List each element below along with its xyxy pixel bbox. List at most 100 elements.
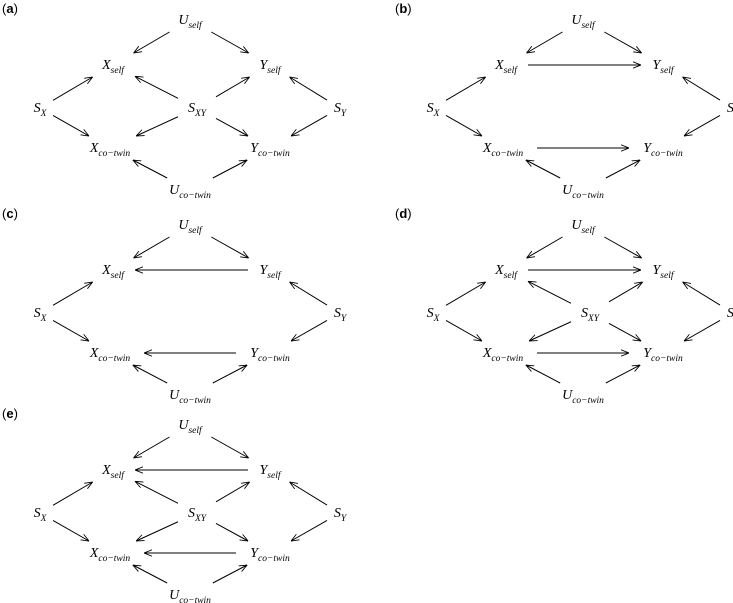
edge-SX-to-Xself [52, 482, 93, 506]
edge-Uself-to-Yself [211, 236, 248, 258]
panel-label: (a) [2, 1, 18, 16]
edge-Uco-to-Xco [133, 160, 168, 179]
edge-Uself-to-Xself [134, 31, 170, 53]
node-Uco: Uco−twin [169, 388, 211, 406]
node-Xself: Xself [101, 263, 125, 281]
edge-Uco-to-Xco [133, 365, 168, 384]
edge-SX-to-Xself [52, 282, 93, 306]
edge-SXY-to-Yco [215, 117, 248, 136]
node-Uself: Uself [178, 13, 203, 31]
panel-label: (c) [2, 206, 18, 221]
edge-SY-to-Yself [290, 77, 328, 101]
panel-label: (b) [395, 1, 412, 16]
node-Xco: Xco−twin [482, 141, 524, 159]
node-Yself: Yself [260, 463, 282, 481]
edge-SY-to-Yco [291, 519, 328, 541]
edge-SXY-to-Yself [215, 77, 250, 98]
edge-SXY-to-Xco [529, 321, 572, 341]
node-Uco: Uco−twin [562, 388, 604, 406]
edge-SY-to-Yself [290, 482, 328, 506]
edge-SX-to-Xco [52, 519, 89, 541]
edge-Uco-to-Xco [133, 565, 168, 584]
node-Yself: Yself [653, 58, 675, 76]
edge-SXY-to-Xco [136, 521, 179, 541]
node-Yself: Yself [260, 58, 282, 76]
edge-Uco-to-Yco [605, 160, 640, 179]
node-SY: SY [334, 306, 348, 324]
edge-Uself-to-Xself [527, 31, 563, 53]
node-Yco: Yco−twin [250, 141, 290, 159]
node-Xself: Xself [494, 58, 518, 76]
edge-SX-to-Xself [52, 77, 93, 101]
node-SXY: SXY [188, 101, 208, 119]
edge-SXY-to-Yself [608, 282, 643, 303]
edge-SXY-to-Xself [135, 481, 179, 504]
edge-Uco-to-Yco [605, 365, 640, 384]
node-Uself: Uself [178, 218, 203, 236]
node-SX: SX [427, 306, 441, 324]
edge-SX-to-Xco [52, 319, 89, 341]
panel-label: (d) [395, 206, 412, 221]
node-Uco: Uco−twin [562, 183, 604, 201]
edge-Uself-to-Xself [134, 236, 170, 258]
edge-Uco-to-Yco [212, 565, 247, 584]
edge-SX-to-Xself [445, 77, 486, 101]
node-SXY: SXY [581, 306, 601, 324]
edge-SX-to-Xco [445, 319, 482, 341]
node-Xco: Xco−twin [89, 141, 131, 159]
edge-Uco-to-Xco [526, 160, 561, 179]
edge-SXY-to-Yself [215, 482, 250, 503]
node-Uself: Uself [178, 418, 203, 436]
edge-SXY-to-Yco [608, 322, 641, 341]
edge-SY-to-Yself [290, 282, 328, 306]
edge-Uco-to-Xco [526, 365, 561, 384]
panel-b: (b)UselfXselfYselfSXSYXco−twinYco−twinUc… [395, 1, 733, 201]
node-Xco: Xco−twin [89, 346, 131, 364]
edge-SY-to-Yself [683, 282, 721, 306]
edge-Uself-to-Yself [211, 31, 248, 53]
edge-SX-to-Xself [445, 282, 486, 306]
edge-Uself-to-Xself [134, 436, 170, 458]
node-Xco: Xco−twin [482, 346, 524, 364]
edge-SXY-to-Xself [135, 76, 179, 99]
node-Xco: Xco−twin [89, 546, 131, 564]
node-SX: SX [34, 306, 48, 324]
edge-Uself-to-Yself [211, 436, 248, 458]
node-SY: SY [334, 101, 348, 119]
node-SX: SX [34, 506, 48, 524]
node-Yco: Yco−twin [643, 141, 683, 159]
node-Yco: Yco−twin [643, 346, 683, 364]
node-Yself: Yself [260, 263, 282, 281]
edge-SY-to-Yco [684, 319, 721, 341]
node-Uself: Uself [571, 13, 596, 31]
node-SY: SY [334, 506, 348, 524]
node-Uco: Uco−twin [169, 588, 211, 603]
node-Xself: Xself [101, 463, 125, 481]
edge-SXY-to-Xself [528, 281, 572, 304]
node-Yco: Yco−twin [250, 546, 290, 564]
node-SX: SX [34, 101, 48, 119]
edge-SXY-to-Yco [215, 522, 248, 541]
edge-Uself-to-Xself [527, 236, 563, 258]
node-Yco: Yco−twin [250, 346, 290, 364]
node-Xself: Xself [494, 263, 518, 281]
edge-SXY-to-Xco [136, 116, 179, 136]
node-Xself: Xself [101, 58, 125, 76]
edge-Uco-to-Yco [212, 365, 247, 384]
edge-Uself-to-Yself [604, 236, 641, 258]
edge-SY-to-Yco [291, 114, 328, 136]
node-SY: SY [727, 306, 733, 324]
edge-SY-to-Yco [291, 319, 328, 341]
edge-SX-to-Xco [52, 114, 89, 136]
edge-Uco-to-Yco [212, 160, 247, 179]
edge-SY-to-Yco [684, 114, 721, 136]
edge-Uself-to-Yself [604, 31, 641, 53]
node-Uself: Uself [571, 218, 596, 236]
node-SXY: SXY [188, 506, 208, 524]
node-SY: SY [727, 101, 733, 119]
